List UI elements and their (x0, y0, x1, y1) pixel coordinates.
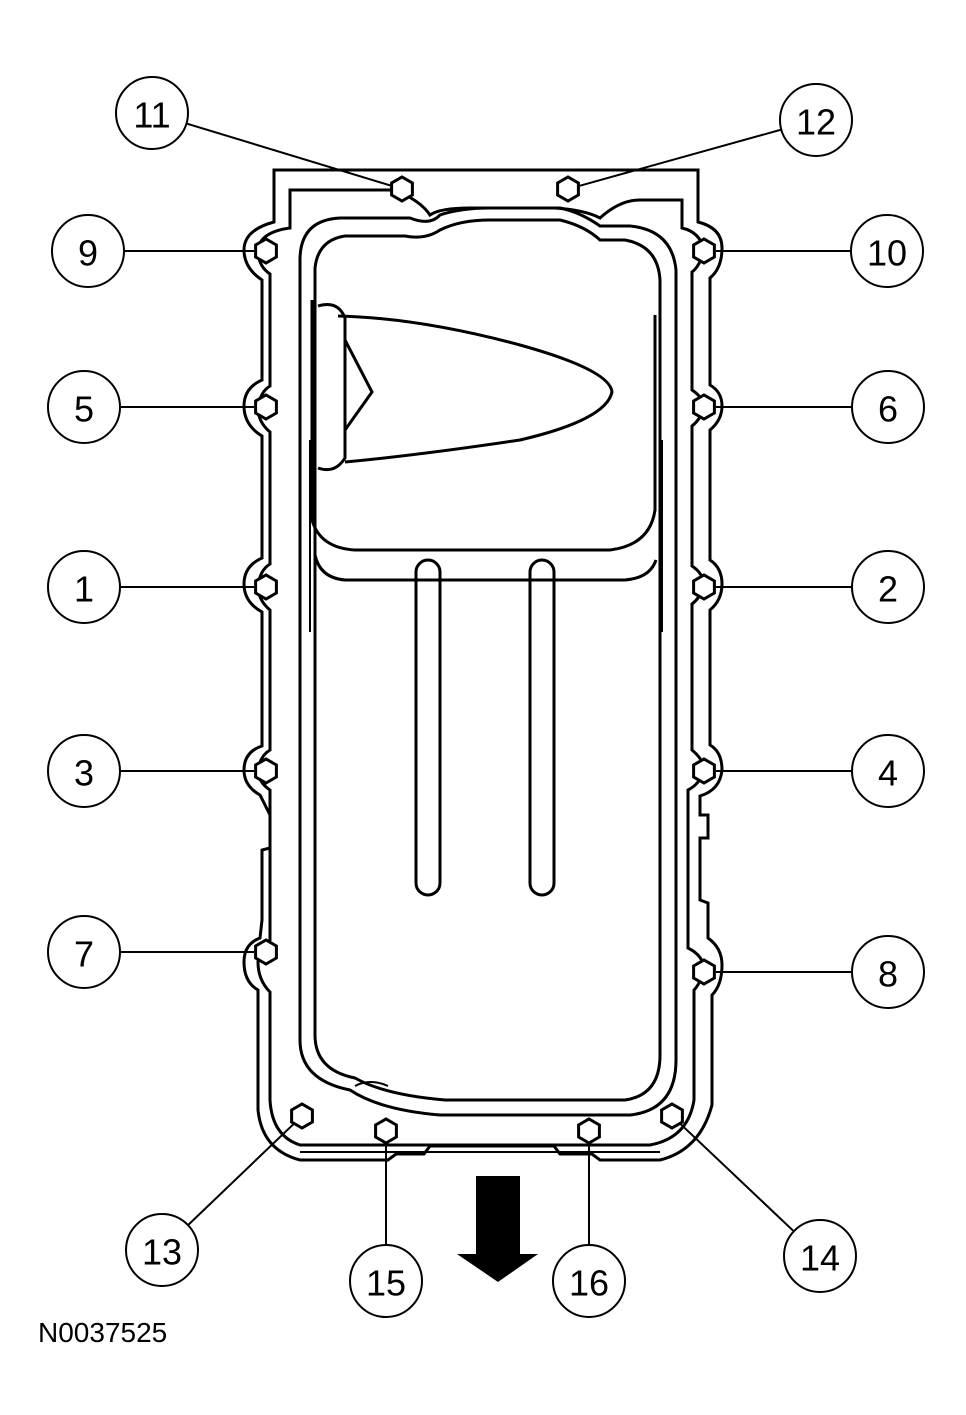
hex-bolt-icon-3 (254, 757, 278, 785)
bolt-number-label: 13 (142, 1232, 182, 1273)
hex-bolt-icon-16 (577, 1117, 601, 1145)
callout-circle (850, 214, 924, 288)
bolt-number-label: 11 (133, 95, 170, 136)
callout-circle (851, 734, 925, 808)
bolt-number-label: 8 (878, 954, 898, 995)
sump-baffle-lower (313, 554, 658, 582)
pan-rib-left (414, 558, 442, 897)
sump-wall-outer (298, 206, 678, 1117)
sump-wall-inner (313, 218, 662, 1102)
bolt-number-label: 16 (569, 1263, 609, 1304)
bolt-callout-9: 9 (51, 214, 125, 288)
leader-line-11 (186, 122, 391, 187)
hex-bolt-icon-10 (692, 237, 716, 265)
hex-bolt-icon-9 (254, 237, 278, 265)
hex-bolt-icon-2 (692, 573, 716, 601)
callout-circle (779, 83, 853, 157)
bolt-callout-12: 12 (779, 83, 853, 157)
leader-line-12 (579, 128, 782, 187)
callout-circle (349, 1244, 423, 1318)
bolt-callout-8: 8 (851, 935, 925, 1009)
hex-bolt-icon-5 (254, 393, 278, 421)
callout-circle (47, 550, 121, 624)
bolt-number-label: 5 (74, 389, 94, 430)
bolt-number-label: 3 (74, 753, 94, 794)
oil-pickup-opening (317, 303, 347, 472)
callout-circle (47, 915, 121, 989)
leader-line-14 (680, 1123, 795, 1233)
bolt-number-label: 15 (366, 1263, 406, 1304)
leader-line-13 (187, 1123, 294, 1226)
callout-circle (851, 550, 925, 624)
bolt-callout-1: 1 (47, 550, 121, 624)
callout-leader-lines (120, 122, 852, 1245)
bolt-number-label: 6 (878, 389, 898, 430)
hex-bolt-icon-8 (692, 958, 716, 986)
bolt-callout-4: 4 (851, 734, 925, 808)
bolt-callout-3: 3 (47, 734, 121, 808)
bolt-number-label: 9 (78, 233, 98, 274)
sump-baffle (310, 300, 657, 552)
hex-bolt-icon-6 (692, 393, 716, 421)
bolt-callout-16: 16 (552, 1244, 626, 1318)
bolt-callout-15: 15 (349, 1244, 423, 1318)
bolt-number-label: 12 (796, 102, 836, 143)
callout-circle (51, 214, 125, 288)
callout-circle (783, 1219, 857, 1293)
oil-pickup-outline (337, 314, 614, 464)
bolt-number-label: 14 (800, 1238, 840, 1279)
pan-rib-right (528, 558, 556, 897)
callout-circle (47, 370, 121, 444)
bolt-callout-10: 10 (850, 214, 924, 288)
hex-bolt-icon-14 (660, 1102, 684, 1130)
bolt-callout-6: 6 (851, 370, 925, 444)
hex-bolt-icon-7 (254, 938, 278, 966)
bolt-callout-11: 11 (115, 76, 189, 150)
pan-flange-outer (242, 168, 724, 1162)
bolt-number-label: 4 (878, 753, 898, 794)
bolt-number-label: 1 (74, 569, 94, 610)
hex-bolt-icon-4 (692, 757, 716, 785)
callout-circle (851, 370, 925, 444)
bolt-callout-2: 2 (851, 550, 925, 624)
pan-flange-inner (256, 188, 706, 1147)
bolt-callout-13: 13 (125, 1213, 199, 1287)
bolt-callout-5: 5 (47, 370, 121, 444)
figure-reference-id: N0037525 (38, 1317, 167, 1348)
bolt-markers (254, 175, 716, 1145)
callout-circle (125, 1213, 199, 1287)
oil-pan (242, 168, 724, 1162)
callout-circle (115, 76, 189, 150)
hex-bolt-icon-12 (556, 175, 580, 203)
callout-circle (47, 734, 121, 808)
callout-circle (851, 935, 925, 1009)
hex-bolt-icon-1 (254, 573, 278, 601)
bolt-number-label: 7 (74, 934, 94, 975)
hex-bolt-icon-15 (374, 1117, 398, 1145)
bolt-number-label: 2 (878, 569, 898, 610)
oil-pickup-screen (343, 339, 374, 431)
bolt-number-label: 10 (867, 233, 907, 274)
hex-bolt-icon-13 (290, 1102, 314, 1130)
callout-circle (552, 1244, 626, 1318)
drain-bump (354, 1081, 389, 1087)
hex-bolt-icon-11 (390, 175, 414, 203)
bolt-callout-7: 7 (47, 915, 121, 989)
front-direction-arrow-icon (457, 1176, 538, 1282)
bolt-callout-14: 14 (783, 1219, 857, 1293)
